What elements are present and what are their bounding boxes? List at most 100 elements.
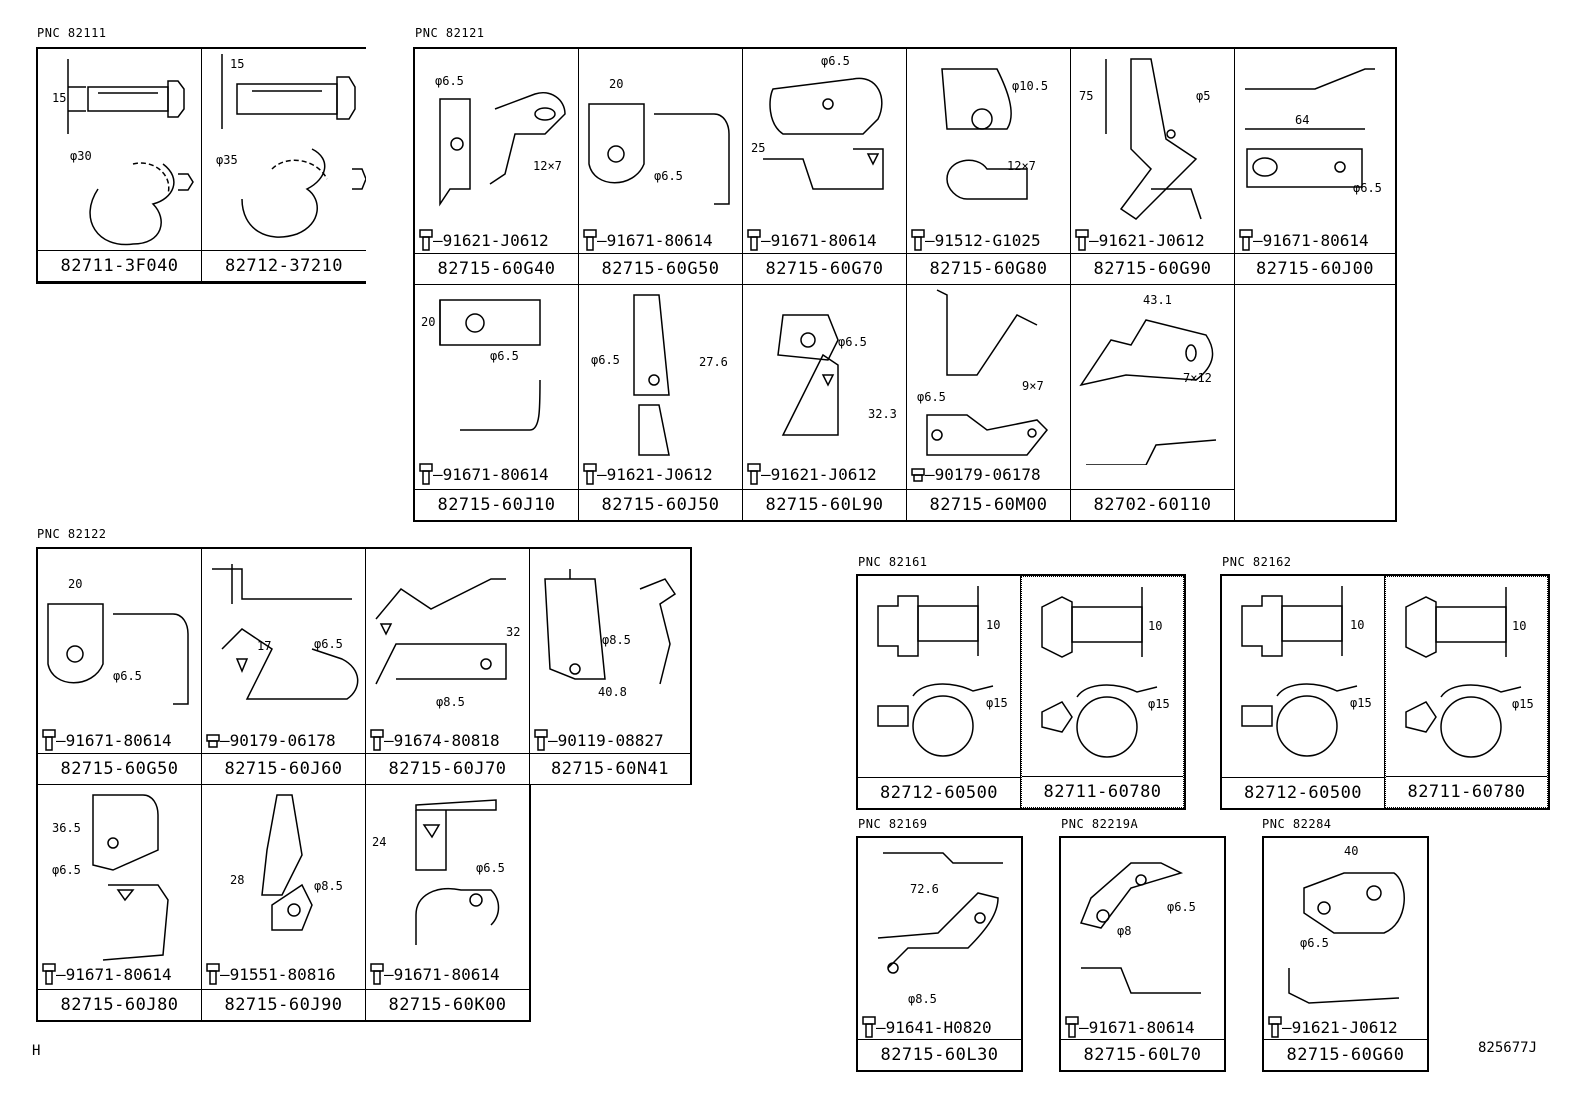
- bolt-callout: ―91621-J0612: [583, 463, 713, 485]
- bolt-icon: [862, 1016, 876, 1038]
- part-cell[interactable]: φ6.5 12×7 ―91621-J0612 82715-60G40: [415, 49, 579, 285]
- bracket-drawing: [941, 68, 1028, 200]
- part-cell[interactable]: φ10.5 12×7 ―91512-G1025 82715-60G80: [907, 49, 1071, 285]
- bolt-icon: [1065, 1016, 1079, 1038]
- dim-label: 12×7: [1007, 159, 1036, 173]
- bracket-drawing: [261, 794, 313, 931]
- bracket-drawing: [415, 799, 500, 945]
- dim-label: φ6.5: [490, 349, 519, 363]
- bolt-icon: [747, 229, 761, 251]
- part-cell[interactable]: φ6.5 25 ―91671-80614 82715-60G70: [743, 49, 907, 285]
- part-cell[interactable]: 15 φ35 82712-37210: [202, 49, 366, 282]
- bracket-drawing: [877, 852, 1003, 974]
- dim-label: 10: [1350, 618, 1365, 632]
- bolt-callout: ―91671-80614: [42, 729, 172, 751]
- part-cell[interactable]: 72.6 φ8.5 ―91641-H0820 82715-60L30: [858, 838, 1021, 1070]
- bolt-icon: [747, 463, 761, 485]
- part-cell[interactable]: 10 φ15 82712-60500: [1222, 576, 1385, 808]
- bolt-callout: ―90179-06178: [206, 729, 336, 751]
- bolt-icon: [534, 729, 548, 751]
- part-number: 82715-60N41: [530, 753, 690, 784]
- bolt-number: 91674-80818: [393, 731, 500, 750]
- part-cell[interactable]: φ6.5 9×7 ―90179-06178 82715-60M00: [907, 285, 1071, 520]
- dim-label: φ6.5: [917, 390, 946, 404]
- bolt-number: 91671-80614: [1088, 1018, 1195, 1037]
- part-cell[interactable]: φ8.5 40.8 ―90119-08827 82715-60N41: [530, 549, 690, 785]
- group-82169: 72.6 φ8.5 ―91641-H0820 82715-60L30: [856, 836, 1023, 1072]
- bolt-callout: ―91671-80614: [42, 963, 172, 985]
- part-cell[interactable]: 20 φ6.5 ―91671-80614 82715-60J10: [415, 285, 579, 520]
- bolt-number: 91671-80614: [65, 731, 172, 750]
- bolt-icon: [1239, 229, 1253, 251]
- part-cell[interactable]: 28 φ8.5 ―91551-80816 82715-60J90: [202, 785, 366, 1020]
- clip-drawing: [877, 586, 994, 757]
- part-cell[interactable]: φ6.5 32.3 ―91621-J0612 82715-60L90: [743, 285, 907, 520]
- part-cell[interactable]: 17 φ6.5 ―90179-06178 82715-60J60: [202, 549, 366, 785]
- dim-label: φ6.5: [435, 74, 464, 88]
- part-cell[interactable]: 24 φ6.5 ―91671-80614 82715-60K00: [366, 785, 530, 1020]
- group-82162: 10 φ15 82712-60500 10 φ15 82711-60780: [1220, 574, 1550, 810]
- dim-label: φ15: [1148, 697, 1170, 711]
- dim-label: φ5: [1196, 89, 1211, 103]
- bracket-drawing: [47, 603, 189, 705]
- part-cell[interactable]: 20 φ6.5 ―91671-80614 82715-60G50: [579, 49, 743, 285]
- illustration-number: 825677J: [1478, 1040, 1538, 1056]
- bolt-icon: [206, 734, 220, 748]
- bolt-icon: [206, 963, 220, 985]
- part-number: 82715-60G50: [579, 253, 742, 284]
- part-cell[interactable]: 40 φ6.5 ―91621-J0612 82715-60G60: [1264, 838, 1427, 1070]
- dim-label: 10: [986, 618, 1001, 632]
- bolt-number: 91671-80614: [65, 965, 172, 984]
- part-cell[interactable]: 15 φ30 82711-3F040: [38, 49, 202, 282]
- dim-label: 7×12: [1183, 371, 1212, 385]
- part-cell[interactable]: 32 φ8.5 ―91674-80818 82715-60J70: [366, 549, 530, 785]
- bolt-number: 91621-J0612: [1098, 231, 1205, 250]
- part-number: 82712-37210: [202, 250, 366, 281]
- bracket-drawing: [1079, 862, 1201, 994]
- bracket-drawing: [212, 564, 359, 700]
- bolt-number: 90119-08827: [557, 731, 664, 750]
- part-cell[interactable]: φ6.5 φ8 ―91671-80614 82715-60L70: [1061, 838, 1224, 1070]
- bolt-icon: [583, 463, 597, 485]
- part-cell[interactable]: 10 φ15 82711-60780: [1021, 576, 1184, 808]
- bracket-drawing: [1079, 319, 1217, 465]
- bolt-number: 91551-80816: [229, 965, 336, 984]
- part-cell[interactable]: φ6.5 27.6 ―91621-J0612 82715-60J50: [579, 285, 743, 520]
- bracket-drawing: [439, 299, 541, 431]
- part-cell[interactable]: 20 φ6.5 ―91671-80614 82715-60G50: [38, 549, 202, 785]
- dim-label: 17: [257, 639, 272, 653]
- pnc-label-82161: PNC 82161: [858, 555, 928, 569]
- part-number: 82715-60J50: [579, 489, 742, 520]
- bracket-drawing: [763, 77, 884, 190]
- bolt-number: 91671-80614: [442, 465, 549, 484]
- bolt-callout: ―91512-G1025: [911, 229, 1041, 251]
- dim-label: φ6.5: [1353, 181, 1382, 195]
- part-cell[interactable]: 10 φ15 82711-60780: [1385, 576, 1548, 808]
- dim-label: 24: [372, 835, 387, 849]
- part-cell[interactable]: 64 φ6.5 ―91671-80614 82715-60J00: [1235, 49, 1395, 285]
- dim-label: 40: [1344, 844, 1359, 858]
- part-cell[interactable]: 75 φ5 ―91621-J0612 82715-60G90: [1071, 49, 1235, 285]
- group-82219a: φ6.5 φ8 ―91671-80614 82715-60L70: [1059, 836, 1226, 1072]
- dim-label: φ6.5: [52, 863, 81, 877]
- bolt-callout: ―91671-80614: [370, 963, 500, 985]
- part-number: 82702-60110: [1071, 489, 1234, 520]
- part-cell[interactable]: 36.5 φ6.5 ―91671-80614 82715-60J80: [38, 785, 202, 1020]
- bolt-callout: ―91671-80614: [583, 229, 713, 251]
- part-number: 82711-60780: [1386, 776, 1547, 807]
- part-number: 82715-60G70: [743, 253, 906, 284]
- dim-label: 72.6: [910, 882, 939, 896]
- part-cell[interactable]: 43.1 7×12 82702-60110: [1071, 285, 1235, 520]
- bolt-callout: ―90119-08827: [534, 729, 664, 751]
- dim-label: 25: [751, 141, 766, 155]
- bolt-number: 91621-J0612: [1291, 1018, 1398, 1037]
- dim-label: 9×7: [1022, 379, 1044, 393]
- part-number: 82715-60J00: [1235, 253, 1395, 284]
- bolt-number: 91671-80614: [770, 231, 877, 250]
- dim-label: φ6.5: [314, 637, 343, 651]
- part-number: 82715-60G50: [38, 753, 201, 784]
- part-cell[interactable]: 10 φ15 82712-60500: [858, 576, 1021, 808]
- dim-label: 12×7: [533, 159, 562, 173]
- part-number: 82712-60500: [1222, 777, 1384, 808]
- bolt-callout: ―91621-J0612: [747, 463, 877, 485]
